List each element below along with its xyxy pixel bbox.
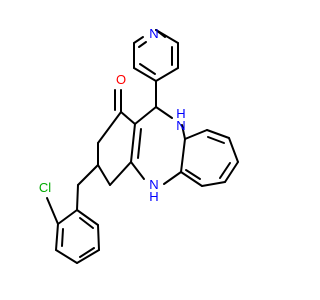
bond [163, 171, 182, 185]
double-bond-line [138, 41, 147, 48]
bond [228, 137, 239, 163]
bond [155, 106, 173, 119]
bond [130, 123, 136, 163]
bond [224, 161, 239, 183]
diazepine-ring [130, 106, 186, 185]
bond [46, 197, 59, 225]
bond [97, 224, 100, 251]
bond [133, 67, 157, 82]
bond [180, 171, 203, 187]
bond [97, 164, 111, 186]
bond [155, 29, 166, 38]
double-bond-line [79, 247, 95, 258]
amine-nitrogen-bottom-label: N [149, 177, 158, 192]
structure-diagram: N O H N N H Cl [39, 26, 239, 264]
bond [55, 223, 59, 251]
double-bond-line [185, 169, 201, 180]
bond [201, 181, 226, 187]
double-bond-line [137, 128, 142, 159]
double-bond-line [207, 136, 225, 144]
bond [120, 111, 136, 125]
chlorophenyl-ring [46, 164, 100, 264]
molecule-canvas: N O H N N H Cl [38, 26, 239, 264]
chlorine-label: Cl [39, 180, 51, 195]
bond [76, 184, 79, 211]
bond [180, 138, 186, 173]
double-bond-line [219, 162, 231, 179]
bond [55, 249, 78, 264]
bond [134, 106, 157, 125]
bond [97, 111, 122, 144]
bond [130, 161, 145, 180]
amine-nitrogen-top-label: N [176, 118, 185, 133]
bond [184, 129, 208, 140]
bond [109, 161, 132, 186]
ketone-oxygen-label: O [116, 72, 126, 87]
benzo-ring [180, 129, 239, 187]
bond [77, 164, 99, 186]
amine-hydrogen-bottom-label: H [149, 189, 158, 204]
bond [155, 67, 179, 82]
pyridine-nitrogen-label: N [149, 26, 158, 41]
cyclohexenone-ring [97, 89, 136, 186]
double-bond-line [139, 63, 156, 75]
amine-hydrogen-top-label: H [176, 106, 185, 121]
bond [76, 249, 100, 264]
double-bond-line [79, 217, 94, 229]
bond [181, 124, 186, 140]
double-bond-line [61, 228, 64, 247]
bond [206, 129, 230, 139]
bond [133, 36, 144, 44]
pyridine-ring [133, 29, 179, 82]
bond [76, 209, 99, 226]
bond [57, 209, 78, 225]
